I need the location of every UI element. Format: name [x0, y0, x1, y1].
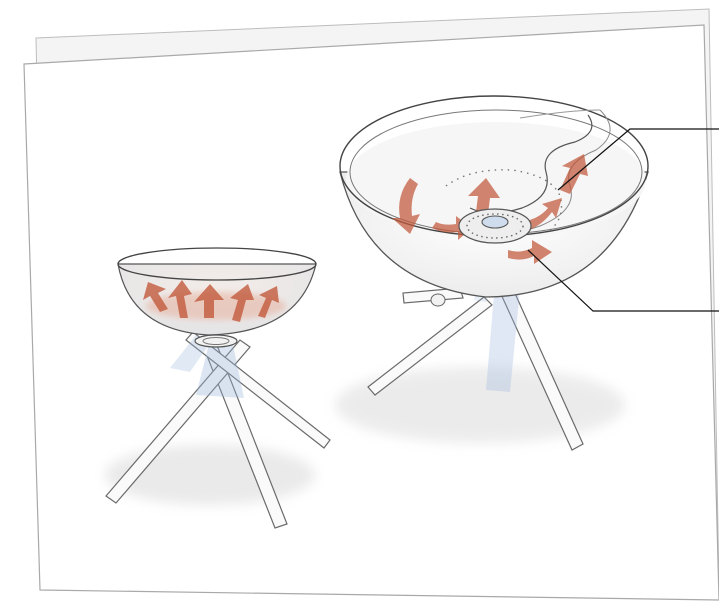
small-pit-burner	[195, 335, 237, 347]
burner-core	[482, 216, 508, 228]
paper-stack	[24, 9, 719, 600]
large-pit-leg-joint	[431, 294, 445, 306]
large-pit-burner	[459, 209, 531, 243]
burner-ring	[195, 335, 237, 347]
paper-sheet-front	[24, 25, 719, 600]
